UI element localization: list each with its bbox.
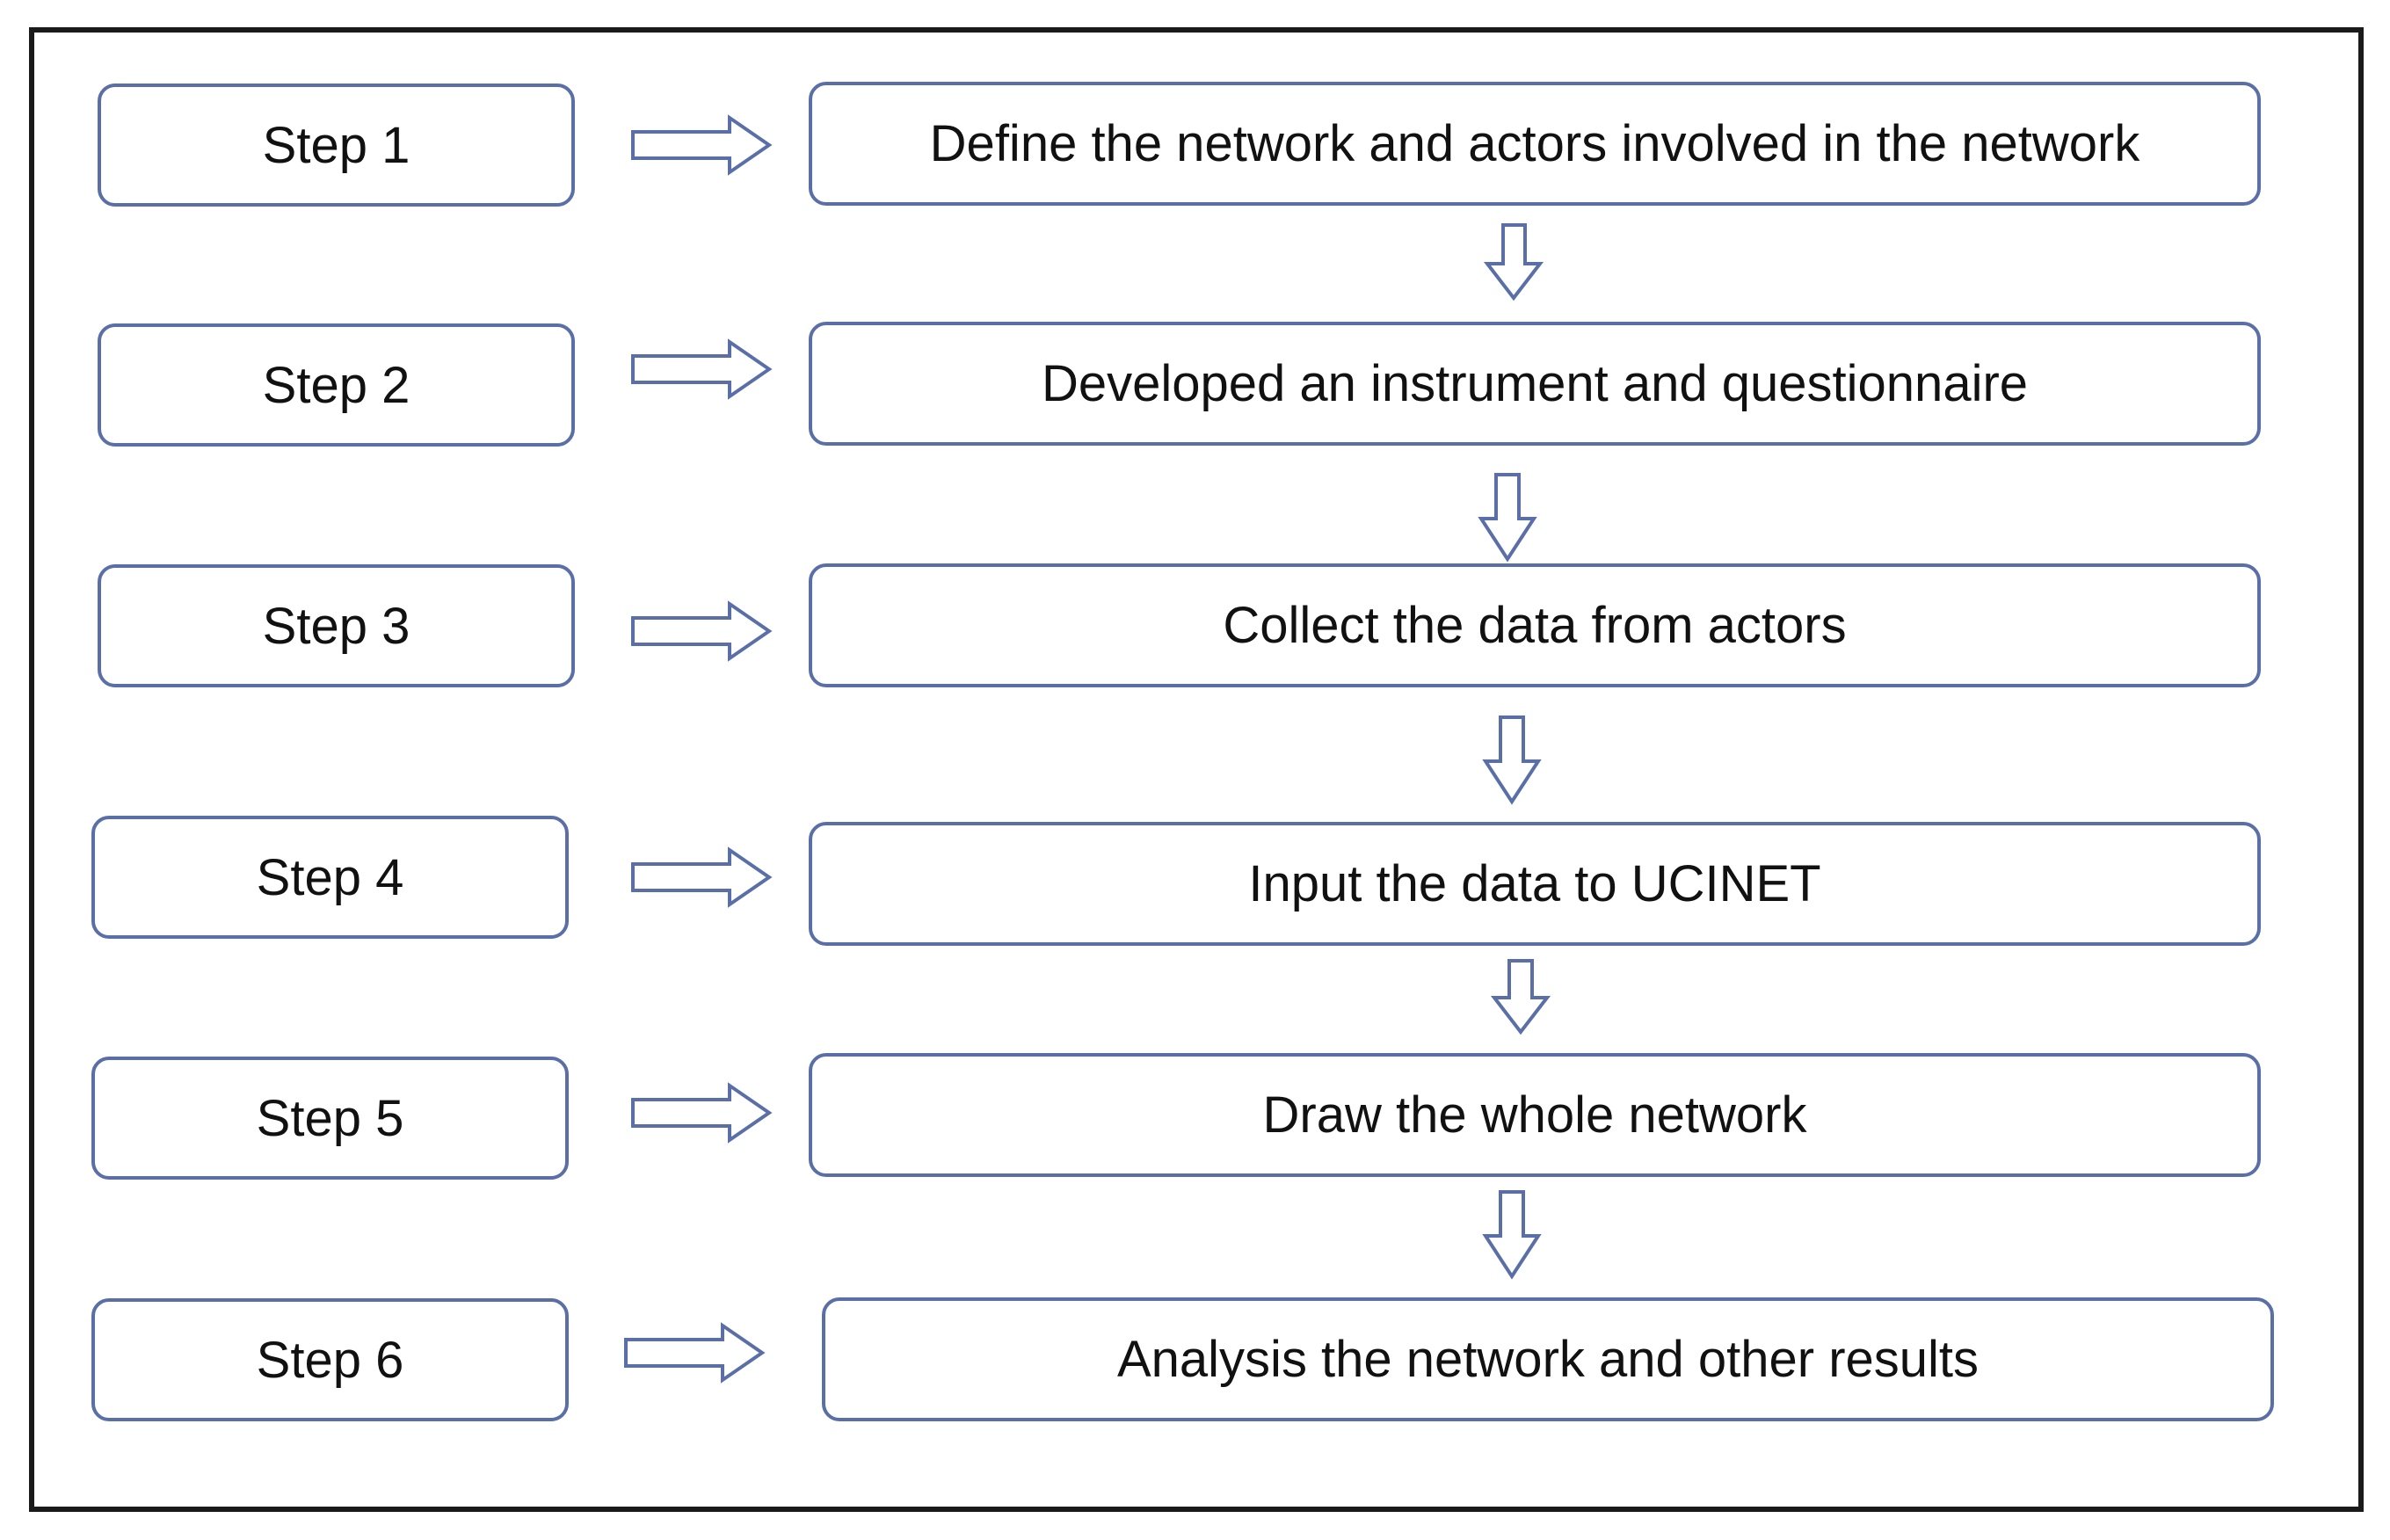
step-3-description-box: Collect the data from actors — [809, 563, 2261, 687]
step-1-label: Step 1 — [262, 116, 410, 174]
step-5-description: Draw the whole network — [1262, 1086, 1807, 1144]
step-6-label: Step 6 — [256, 1331, 404, 1389]
step-4-description: Input the data to UCINET — [1248, 855, 1821, 912]
step-1-description: Define the network and actors involved i… — [929, 115, 2140, 172]
step-5-description-box: Draw the whole network — [809, 1053, 2261, 1177]
step-1-box: Step 1 — [98, 84, 575, 207]
step-2-box: Step 2 — [98, 323, 575, 447]
diagram-frame — [29, 27, 2364, 1512]
step-4-description-box: Input the data to UCINET — [809, 822, 2261, 946]
step-2-description-box: Developed an instrument and questionnair… — [809, 322, 2261, 446]
step-6-box: Step 6 — [91, 1298, 569, 1421]
step-2-description: Developed an instrument and questionnair… — [1041, 355, 2029, 412]
step-5-label: Step 5 — [256, 1089, 404, 1147]
step-4-box: Step 4 — [91, 816, 569, 939]
step-3-description: Collect the data from actors — [1223, 597, 1847, 654]
step-3-box: Step 3 — [98, 564, 575, 687]
step-1-description-box: Define the network and actors involved i… — [809, 82, 2261, 206]
step-6-description: Analysis the network and other results — [1116, 1331, 1980, 1388]
step-5-box: Step 5 — [91, 1057, 569, 1180]
step-6-description-box: Analysis the network and other results — [822, 1297, 2274, 1421]
step-4-label: Step 4 — [256, 848, 404, 906]
step-2-label: Step 2 — [262, 356, 410, 414]
step-3-label: Step 3 — [262, 597, 410, 655]
